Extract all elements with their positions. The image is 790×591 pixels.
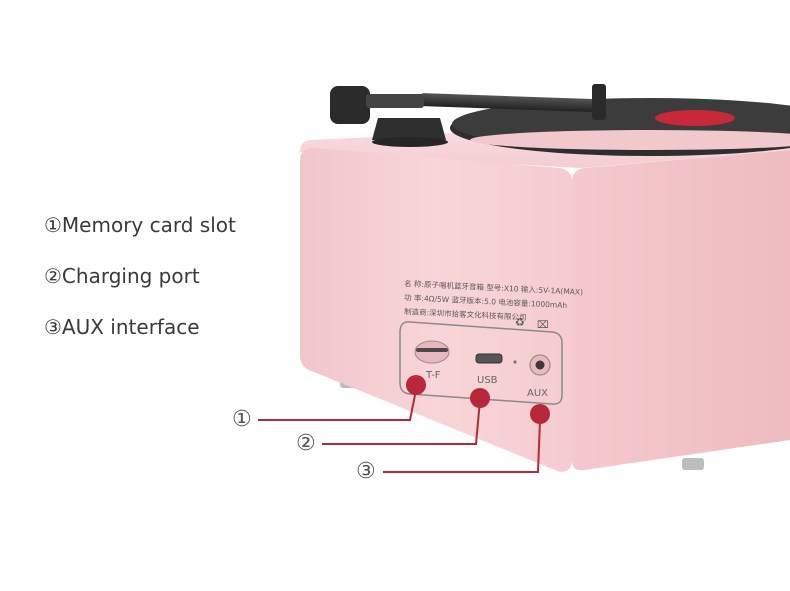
tonearm-counterweight: [330, 86, 370, 124]
port-panel: [399, 321, 563, 405]
tonearm: [419, 93, 600, 113]
usb-label: USB: [477, 375, 498, 386]
feature-list: ①Memory card slot ②Charging port ③AUX in…: [44, 205, 236, 358]
speaker-side-face: [572, 150, 790, 471]
callout-line-2: [322, 399, 481, 445]
charging-port: [475, 353, 503, 364]
tf-label: T-F: [425, 370, 441, 381]
callout-number-2: ②: [296, 431, 316, 456]
tonearm-head: [592, 84, 606, 120]
record-label: [655, 110, 735, 126]
callout-dot-3: [530, 404, 550, 424]
callout-number-1: ①: [232, 407, 252, 432]
feature-aux-interface: ③AUX interface: [44, 315, 200, 339]
recycle-icon: ♻: [515, 316, 525, 329]
foot-right: [682, 458, 704, 470]
callout-line-1: [258, 389, 417, 421]
tonearm-base: [372, 118, 446, 140]
callout-dot-1: [406, 375, 426, 395]
aux-label: AUX: [527, 388, 548, 399]
feature-charging-port: ②Charging port: [44, 264, 200, 288]
callout-number-3: ③: [356, 459, 376, 484]
callout-dot-2: [470, 388, 490, 408]
feature-memory-card-slot: ①Memory card slot: [44, 213, 236, 237]
speaker-front-face: [300, 148, 572, 472]
callout-line-3: [383, 419, 541, 473]
weee-bin-icon: ⌧: [537, 320, 549, 331]
status-led: [513, 360, 517, 364]
